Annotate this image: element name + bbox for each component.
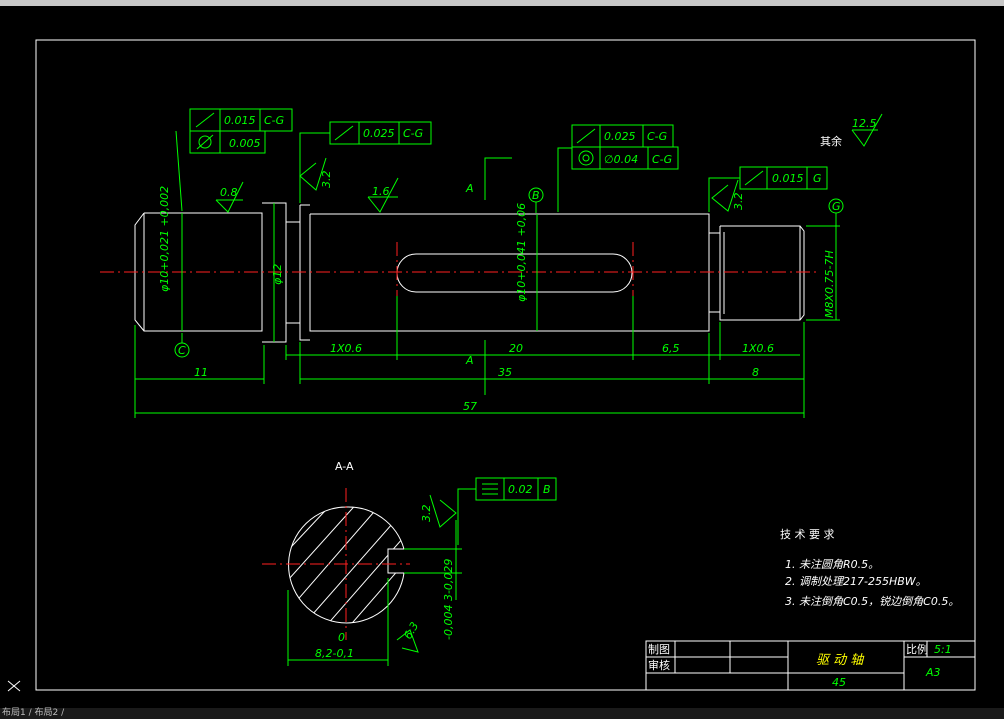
svg-text:G: G (832, 200, 841, 213)
svg-text:比例: 比例 (906, 642, 928, 656)
dim-chamfer-1: 1X0.6 (330, 342, 362, 355)
svg-text:0.8: 0.8 (220, 186, 238, 199)
svg-text:8,2-0,1: 8,2-0,1 (315, 647, 354, 660)
dim-8: 8 (752, 366, 759, 379)
svg-text:技 术 要 求: 技 术 要 求 (780, 528, 835, 541)
part-name: 驱 动 轴 (816, 653, 865, 668)
svg-text:3.2: 3.2 (320, 171, 333, 189)
svg-text:∅0.04: ∅0.04 (604, 153, 638, 166)
dim-11: 11 (194, 366, 208, 379)
svg-text:5:1: 5:1 (934, 643, 952, 656)
svg-text:2. 调制处理217-255HBW。: 2. 调制处理217-255HBW。 (785, 575, 927, 588)
svg-text:G: G (813, 172, 822, 185)
svg-text:C-G: C-G (403, 127, 423, 140)
window-top-bar (0, 0, 1004, 6)
svg-text:1.6: 1.6 (372, 185, 390, 198)
svg-text:A-A: A-A (335, 460, 354, 473)
svg-text:0: 0 (338, 631, 345, 644)
svg-text:3. 未注倒角C0.5，锐边倒角C0.5。: 3. 未注倒角C0.5，锐边倒角C0.5。 (785, 595, 959, 608)
dim-20: 20 (509, 342, 523, 355)
svg-text:3.2: 3.2 (420, 505, 433, 523)
roughness-symbols: 0.8 1.6 3.2 3.2 3.2 6.3 12.5 其余 (215, 113, 883, 653)
svg-text:1. 未注圆角R0.5。: 1. 未注圆角R0.5。 (785, 558, 879, 571)
section-mark-bottom: A (465, 354, 474, 367)
dim-35: 35 (498, 366, 512, 379)
dim-d10-key: φ10+0,041 +0,06 (515, 203, 528, 302)
dim-57: 57 (463, 400, 477, 413)
shaft-dimensions: φ10+0,021 +0,002 φ12 φ10+0,041 +0,06 M8X… (134, 157, 840, 418)
dim-d12: φ12 (271, 264, 284, 285)
svg-text:C-G: C-G (264, 114, 284, 127)
svg-text:C-G: C-G (652, 153, 672, 166)
svg-text:B: B (532, 189, 540, 202)
svg-text:其余: 其余 (820, 134, 842, 148)
section-mark-top: A (465, 182, 474, 195)
drawing-border (35, 39, 976, 691)
svg-text:3.2: 3.2 (732, 193, 745, 211)
svg-text:制图: 制图 (648, 643, 670, 656)
svg-text:A3: A3 (925, 666, 941, 679)
svg-text:B: B (543, 483, 551, 496)
dim-6-5: 6,5 (662, 342, 680, 355)
technical-requirements: 技 术 要 求 1. 未注圆角R0.5。 2. 调制处理217-255HBW。 … (780, 528, 959, 608)
dim-d10: φ10+0,021 +0,002 (158, 186, 171, 292)
section-view-a-a: A-A -0,004 3-0,029 8,2-0,1 0 (262, 460, 462, 666)
svg-text:0.015: 0.015 (772, 172, 804, 185)
svg-text:0.025: 0.025 (604, 130, 636, 143)
title-block: 制图 审核 驱 动 轴 比例 5:1 A3 45 (645, 640, 976, 691)
svg-text:0.025: 0.025 (363, 127, 395, 140)
svg-text:12.5: 12.5 (852, 117, 877, 130)
svg-text:C: C (178, 344, 186, 357)
layout-tabs-bar[interactable]: 布局1 / 布局2 / (0, 708, 1004, 719)
layout-tabs-text[interactable]: 布局1 / 布局2 / (2, 708, 65, 718)
svg-text:C-G: C-G (647, 130, 667, 143)
dim-thread: M8X0.75-7H (823, 250, 836, 318)
svg-text:0.015: 0.015 (224, 114, 256, 127)
svg-text:审核: 审核 (648, 658, 670, 672)
svg-text:45: 45 (832, 676, 846, 689)
svg-text:0.02: 0.02 (508, 483, 533, 496)
svg-text:-0,004 3-0,029: -0,004 3-0,029 (442, 559, 455, 640)
tolerance-frames: 0.015 C-G 0.005 0.025 C-G 0.025 C-G ∅0.0… (175, 108, 828, 545)
svg-text:0.005: 0.005 (229, 137, 261, 150)
dim-chamfer-2: 1X0.6 (742, 342, 774, 355)
keyway-slot (396, 253, 633, 293)
datum-markers: B C G (174, 187, 844, 358)
svg-text:6.3: 6.3 (401, 620, 421, 642)
